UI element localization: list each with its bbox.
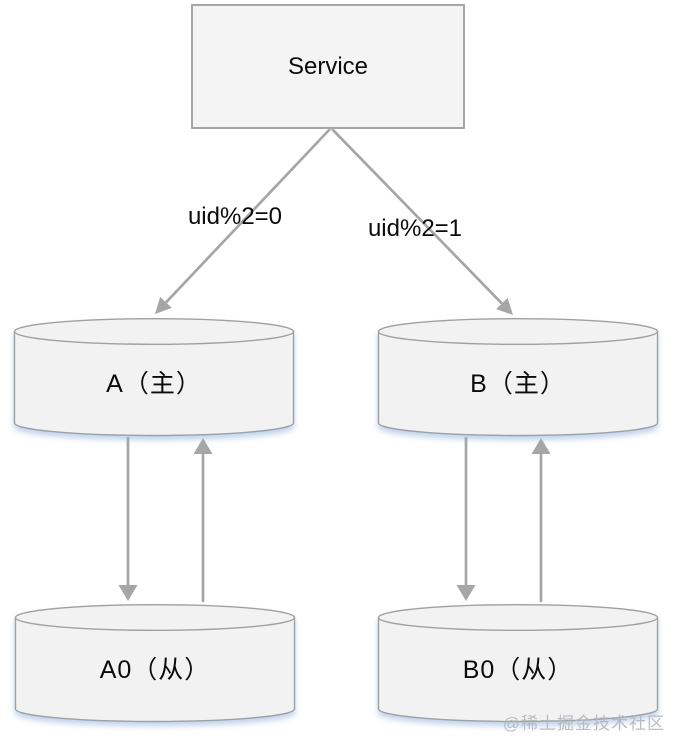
database-cylinder-icon bbox=[377, 317, 659, 437]
db-node-master-b: B（主） bbox=[377, 317, 659, 437]
edge-master-a-to-slave-a-down-arrow bbox=[118, 437, 138, 601]
edge-master-b-to-slave-b-down-arrow bbox=[456, 437, 476, 601]
database-cylinder-icon bbox=[377, 603, 659, 723]
db-node-label: A（主） bbox=[106, 370, 202, 398]
service-node: Service bbox=[191, 4, 465, 129]
db-node-label: A0（从） bbox=[99, 656, 211, 684]
db-node-slave-a0: A0（从） bbox=[14, 603, 296, 723]
service-node-label: Service bbox=[287, 52, 369, 80]
db-node-label: B0（从） bbox=[462, 656, 574, 684]
database-cylinder-icon bbox=[14, 603, 296, 723]
edge-label-uid-mod-1: uid%2=1 bbox=[367, 215, 463, 242]
db-node-label: B（主） bbox=[470, 370, 566, 398]
edge-slave-b-to-master-b-up-arrow bbox=[531, 438, 551, 602]
database-cylinder-icon bbox=[13, 317, 295, 437]
watermark: @稀土掘金技术社区 bbox=[502, 714, 665, 733]
db-node-master-a: A（主） bbox=[13, 317, 295, 437]
edge-slave-a-to-master-a-up-arrow bbox=[193, 438, 213, 602]
db-node-slave-b0: B0（从） bbox=[377, 603, 659, 723]
edge-label-uid-mod-0: uid%2=0 bbox=[187, 203, 283, 230]
edge-service-to-master-a bbox=[155, 128, 331, 314]
edge-service-to-master-b bbox=[331, 128, 513, 315]
